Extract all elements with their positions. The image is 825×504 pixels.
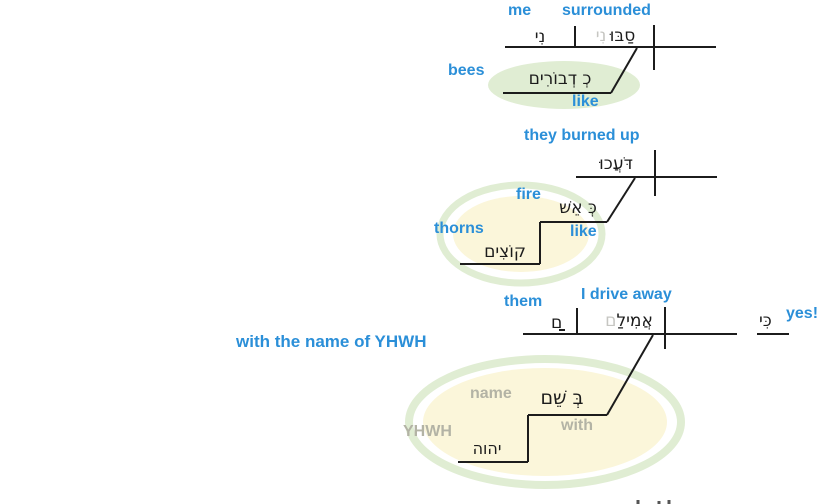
gloss-fire: fire <box>516 186 541 203</box>
hebrew-verb-faded-suffix: ם <box>605 311 617 331</box>
gloss-thorns: thorns <box>434 220 484 237</box>
hebrew-noun-thorns: קוֹצִים <box>484 242 526 262</box>
highlight-ring-yhwh <box>405 355 685 489</box>
highlight-ellipse-bees <box>488 61 640 109</box>
hebrew-object-suffix-ni: נִי <box>534 27 546 47</box>
gloss-surrounded: surrounded <box>562 2 651 19</box>
hebrew-prep-phrase-with-name: בְּ שֵׁם <box>540 387 584 409</box>
role-label-name: name <box>470 385 512 402</box>
gloss-like-1: like <box>572 93 599 110</box>
patach-vowel-mark <box>559 329 565 331</box>
gloss-yes: yes! <box>786 305 819 322</box>
hebrew-object-suffix-am: ם <box>551 313 563 333</box>
hebrew-verb-stem: אֲמִילַ <box>616 311 653 331</box>
role-label-with: with <box>561 417 593 434</box>
hebrew-prep-phrase-like-bees: כְ דְבוֹרִים <box>528 69 592 89</box>
highlight-ring-thorns <box>436 181 606 287</box>
highlight-fill-thorns <box>453 196 589 272</box>
hebrew-verb-doakhu: דֹּעֲכוּ <box>599 154 633 174</box>
hebrew-prep-phrase-like-fire: כְּ אֵשׁ <box>559 198 597 218</box>
clause1-lines <box>503 25 716 94</box>
gloss-me: me <box>508 2 532 19</box>
hebrew-verb-faded-suffix: נִי <box>595 26 607 46</box>
clause2-lines <box>460 150 717 265</box>
role-label-yhwh: YHWH <box>403 423 452 440</box>
hebrew-conjunction-ki: כִּי <box>759 311 772 331</box>
clause3-lines <box>458 307 789 463</box>
hebrew-verb-stem: סַבּוּ <box>609 26 636 46</box>
gloss-with-the-name-of-yhwh: with the name of YHWH <box>236 332 427 351</box>
gloss-they-burned-up: they burned up <box>524 127 640 144</box>
gloss-i-drive-away: I drive away <box>581 286 672 303</box>
cutoff-next-line-marks <box>636 500 671 504</box>
hebrew-verb-sabbuni: סַבּוּ נִי <box>577 28 654 45</box>
hebrew-verb-amilam: אֲמִילַם <box>598 313 660 330</box>
gloss-them: them <box>504 293 543 310</box>
highlight-fill-yhwh <box>423 368 667 476</box>
hebrew-divine-name: יהוה <box>472 439 502 458</box>
gloss-like-2: like <box>570 223 597 240</box>
gloss-bees: bees <box>448 62 485 79</box>
